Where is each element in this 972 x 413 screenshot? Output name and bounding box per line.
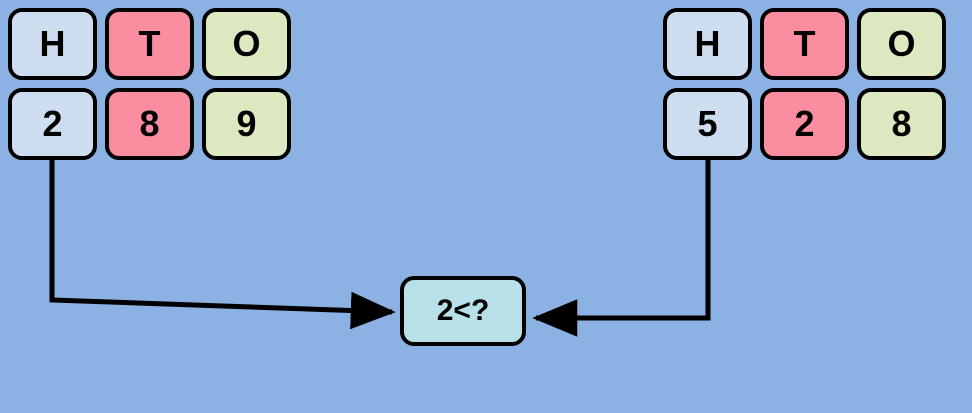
place-value-group-left: H T O 2 8 9 — [8, 8, 291, 160]
left-header-tens: T — [105, 8, 194, 80]
left-digit-ones[interactable]: 9 — [202, 88, 291, 160]
right-digit-row: 5 2 8 — [663, 88, 946, 160]
right-header-row: H T O — [663, 8, 946, 80]
left-digit-tens[interactable]: 8 — [105, 88, 194, 160]
place-value-group-right: H T O 5 2 8 — [663, 8, 946, 160]
left-header-row: H T O — [8, 8, 291, 80]
comparison-box[interactable]: 2<? — [400, 276, 526, 346]
right-connector-arrow — [532, 160, 711, 337]
left-connector-arrow — [49, 160, 396, 330]
left-digit-row: 2 8 9 — [8, 88, 291, 160]
right-digit-tens[interactable]: 2 — [760, 88, 849, 160]
right-digit-ones[interactable]: 8 — [857, 88, 946, 160]
right-digit-hundreds[interactable]: 5 — [663, 88, 752, 160]
left-header-hundreds: H — [8, 8, 97, 80]
right-header-ones: O — [857, 8, 946, 80]
left-header-ones: O — [202, 8, 291, 80]
right-header-tens: T — [760, 8, 849, 80]
left-digit-hundreds[interactable]: 2 — [8, 88, 97, 160]
right-header-hundreds: H — [663, 8, 752, 80]
